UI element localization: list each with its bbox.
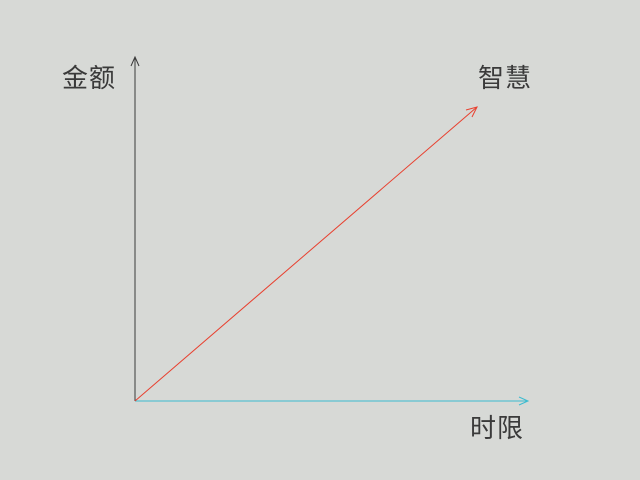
diagonal-arrow (134, 106, 478, 402)
y-axis-arrowhead-icon (130, 55, 140, 67)
diagonal-arrowhead-icon (465, 106, 478, 118)
x-axis-label: 时限 (470, 414, 525, 444)
y-axis (130, 55, 140, 401)
diagonal-label: 智慧 (478, 64, 533, 94)
x-axis (135, 396, 530, 406)
x-axis-arrowhead-icon (518, 396, 530, 406)
y-axis-label: 金额 (62, 64, 117, 94)
